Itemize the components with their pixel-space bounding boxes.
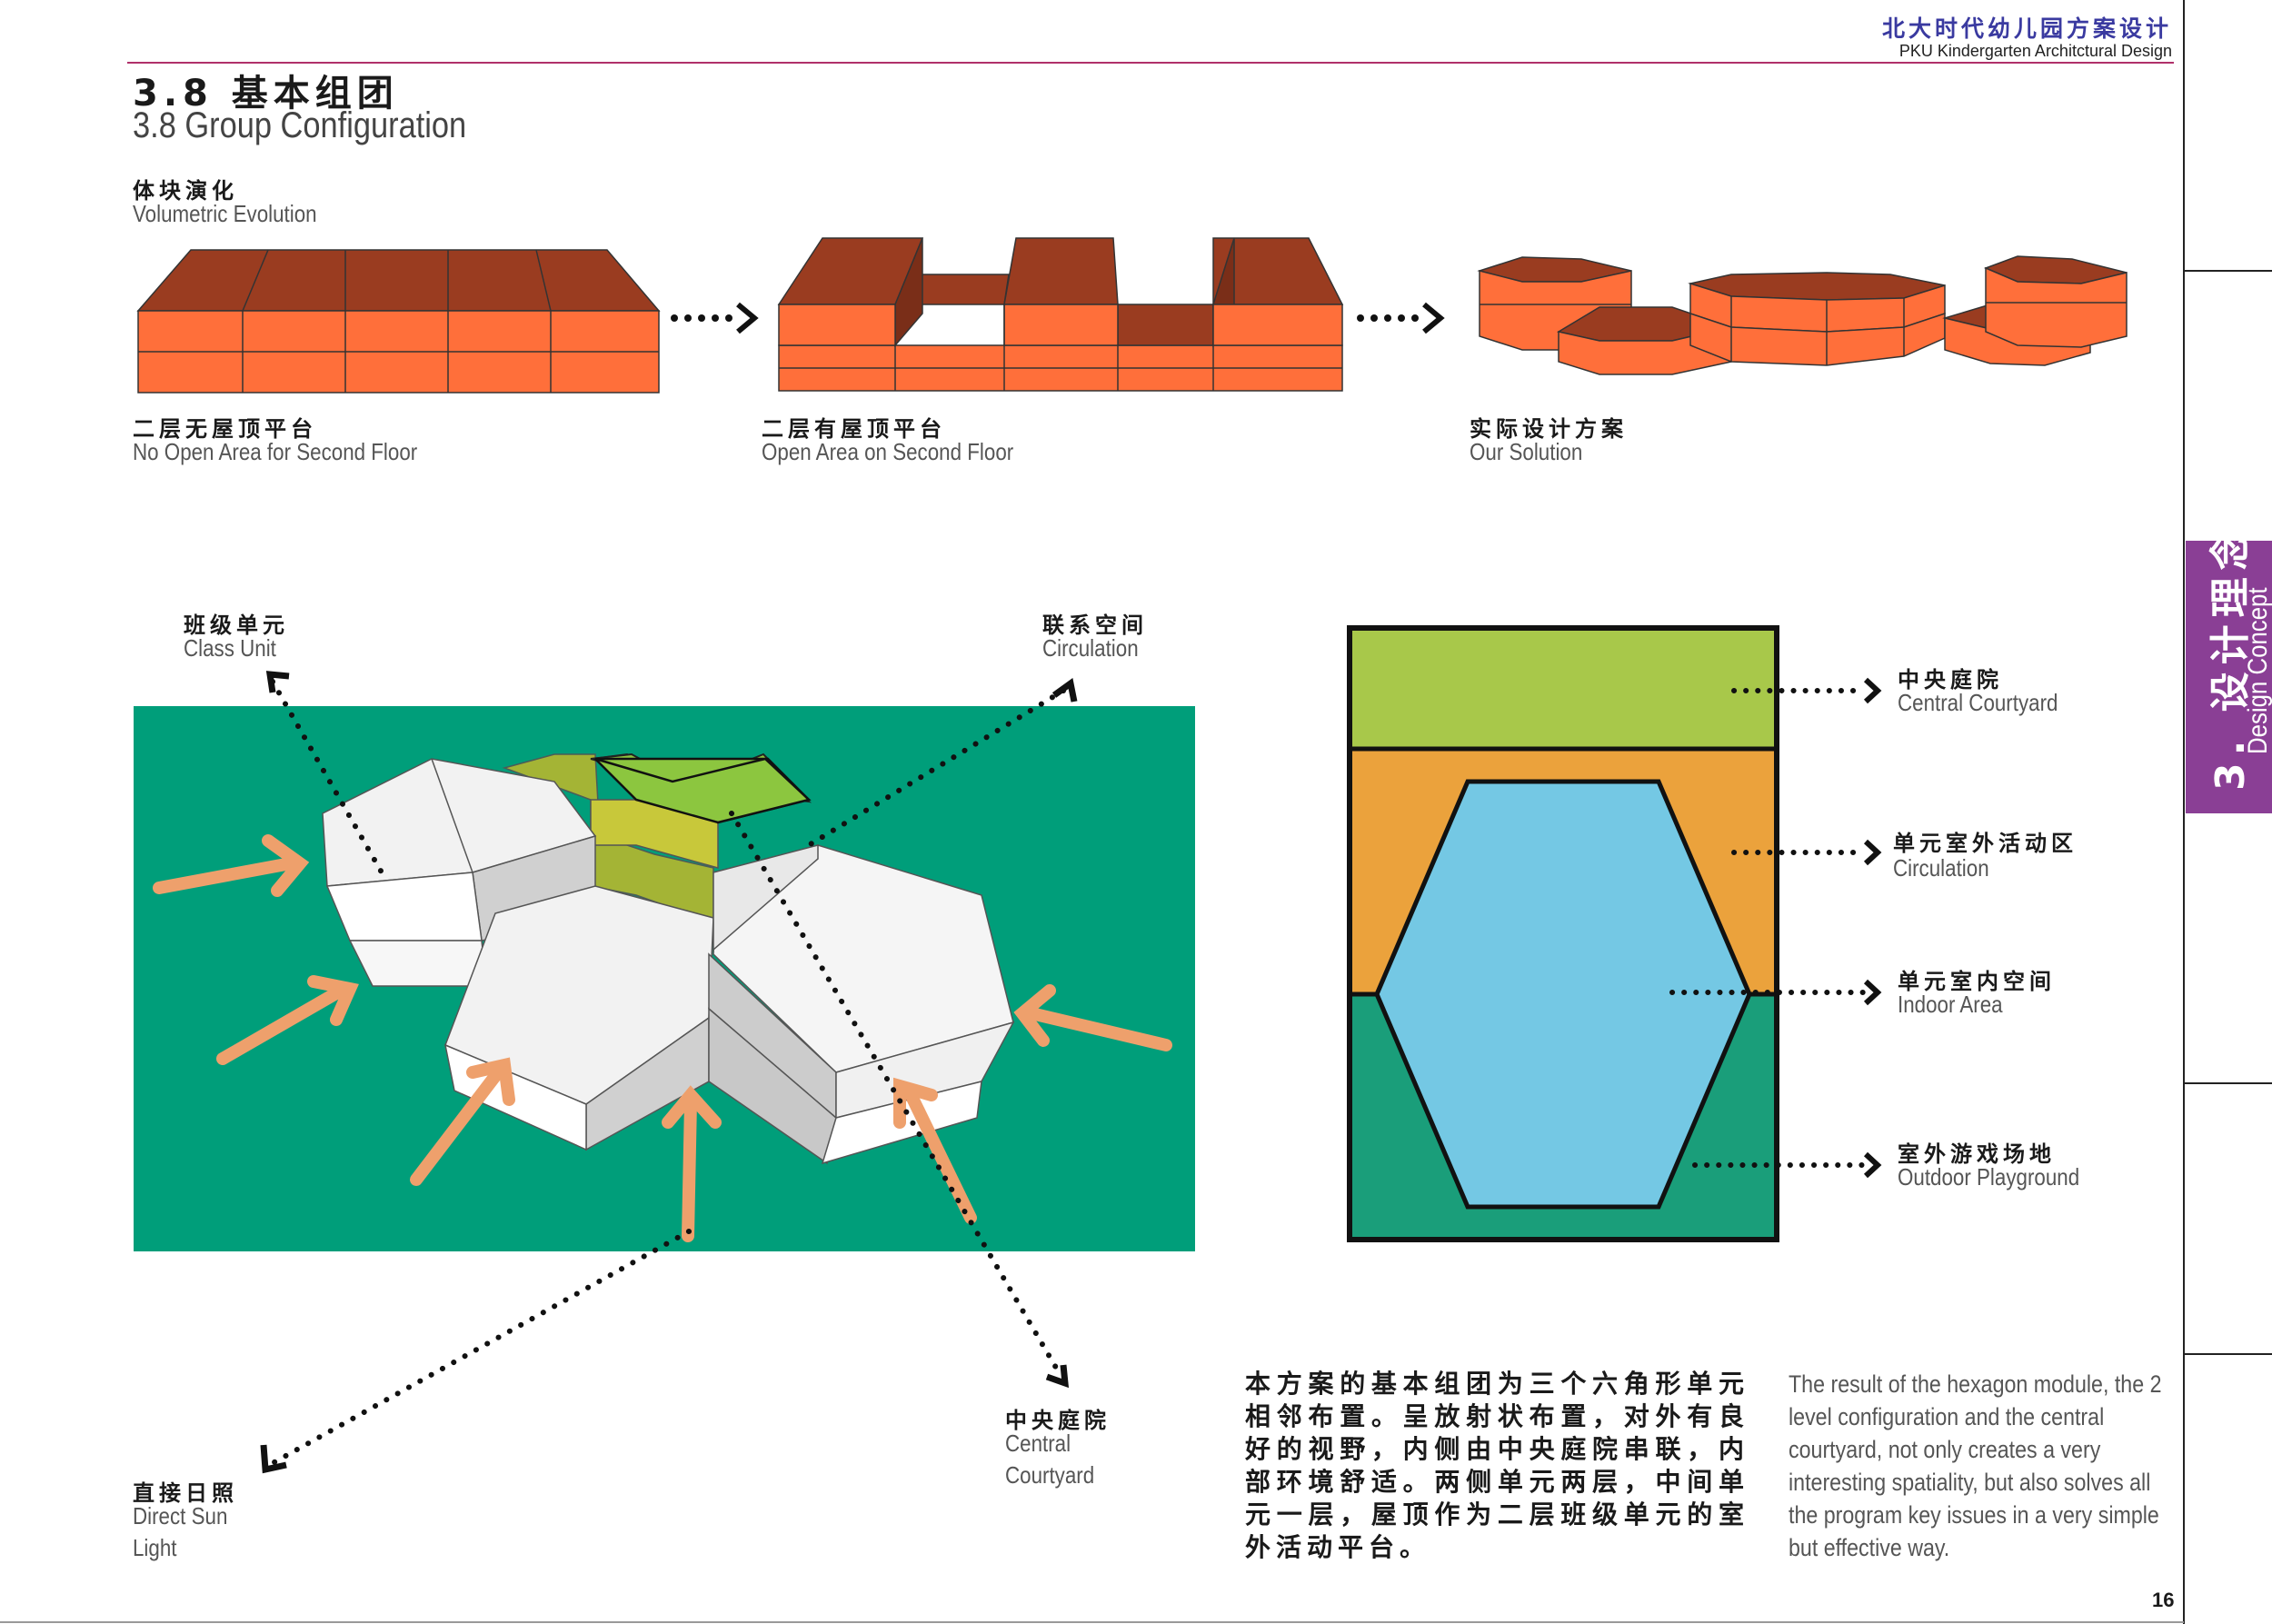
section-title-en: 3.8 Group Configuration (133, 105, 467, 145)
header-title-en: PKU Kindergarten Architctural Design (1898, 42, 2172, 60)
plan-indoor-hex (1374, 779, 1752, 1210)
legend-circulation-cn: 单元室外活动区 (1893, 831, 2078, 856)
description-en: The result of the hexagon module, the 2 … (1789, 1370, 2162, 1561)
plan-courtyard (1347, 625, 1779, 752)
evolution-step-1-cn: 二层无屋顶平台 (133, 416, 317, 442)
side-tab-design-concept[interactable] (2186, 541, 2272, 813)
label-sun-en-1: Direct Sun (133, 1502, 228, 1529)
evolution-step-2-cn: 二层有屋顶平台 (762, 416, 946, 442)
label-courtyard-en-2: Courtyard (1005, 1461, 1095, 1489)
evolution-step-3-cn: 实际设计方案 (1470, 416, 1628, 442)
legend-courtyard-en: Central Courtyard (1898, 689, 2058, 716)
evolution-title-en: Volumetric Evolution (133, 200, 317, 227)
evolution-block-2 (777, 237, 1344, 392)
evolution-title-cn: 体块演化 (133, 178, 238, 204)
legend-playground-en: Outdoor Playground (1898, 1163, 2080, 1191)
evolution-step-3-en: Our Solution (1470, 438, 1583, 465)
header-title-cn: 北大时代幼儿园方案设计 (1881, 15, 2172, 42)
legend-playground-cn: 室外游戏场地 (1898, 1141, 2056, 1167)
evolution-block-1 (136, 249, 661, 394)
legend-circulation-en: Circulation (1893, 854, 1989, 882)
label-courtyard-en-1: Central (1005, 1430, 1071, 1457)
evolution-arrow-1 (671, 302, 759, 334)
legend-courtyard-cn: 中央庭院 (1898, 667, 2003, 692)
label-sun-en-2: Light (133, 1534, 177, 1561)
header-divider (127, 62, 2174, 64)
legend-indoor-en: Indoor Area (1898, 991, 2003, 1018)
label-sun-cn: 直接日照 (133, 1480, 238, 1506)
evolution-step-2-en: Open Area on Second Floor (762, 438, 1014, 465)
label-class-unit-en: Class Unit (184, 634, 276, 662)
evolution-arrow-2 (1357, 302, 1445, 334)
legend-indoor-cn: 单元室内空间 (1898, 969, 2056, 994)
evolution-block-3 (1477, 255, 2128, 375)
section-title-cn: 3.8 基本组团 (133, 73, 399, 115)
description-cn: 本方案的基本组团为三个六角形单元相邻布置。呈放射状布置，对外有良好的视野，内侧由… (1245, 1369, 1749, 1562)
sun-arrows (153, 834, 1172, 1242)
label-class-unit-cn: 班级单元 (184, 613, 289, 638)
evolution-step-1-en: No Open Area for Second Floor (133, 438, 418, 465)
axon-leader-lines (270, 679, 1066, 1466)
label-courtyard-cn: 中央庭院 (1005, 1408, 1111, 1433)
page-number: 16 (2152, 1589, 2175, 1611)
label-circulation-en: Circulation (1042, 634, 1139, 662)
label-circulation-cn: 联系空间 (1042, 613, 1148, 638)
